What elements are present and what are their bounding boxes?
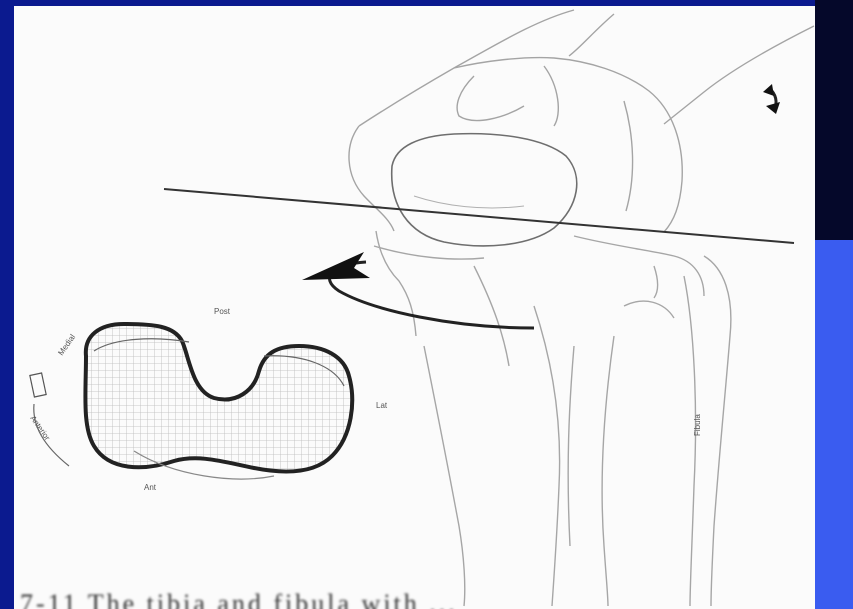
- fibula-label: Fibula: [693, 414, 702, 436]
- slide-canvas: Post Lat Ant Medial Anterior Fibula 7-11…: [14, 6, 815, 609]
- knee-illustration: Post Lat Ant Medial Anterior Fibula: [14, 6, 815, 609]
- rotation-arrow: [302, 252, 534, 328]
- inset-label-right: Lat: [376, 401, 388, 410]
- tibial-plateau-inset: [30, 324, 352, 479]
- femur-drawing: [349, 10, 814, 232]
- inset-label-left-upper: Medial: [56, 332, 77, 357]
- inset-label-left-lower: Anterior: [28, 414, 52, 442]
- frame-right-accent-band: [815, 240, 853, 609]
- patella-drawing: [392, 134, 577, 246]
- frame-right-dark-band: [815, 0, 853, 240]
- tibia-fibula-drawing: [374, 231, 731, 606]
- figure-caption: 7-11 The tibia and fibula with ...: [14, 589, 815, 609]
- axis-line: [164, 189, 794, 243]
- double-arrow-icon: [763, 84, 780, 114]
- inset-label-bottom: Ant: [144, 483, 157, 492]
- inset-label-top: Post: [214, 307, 231, 316]
